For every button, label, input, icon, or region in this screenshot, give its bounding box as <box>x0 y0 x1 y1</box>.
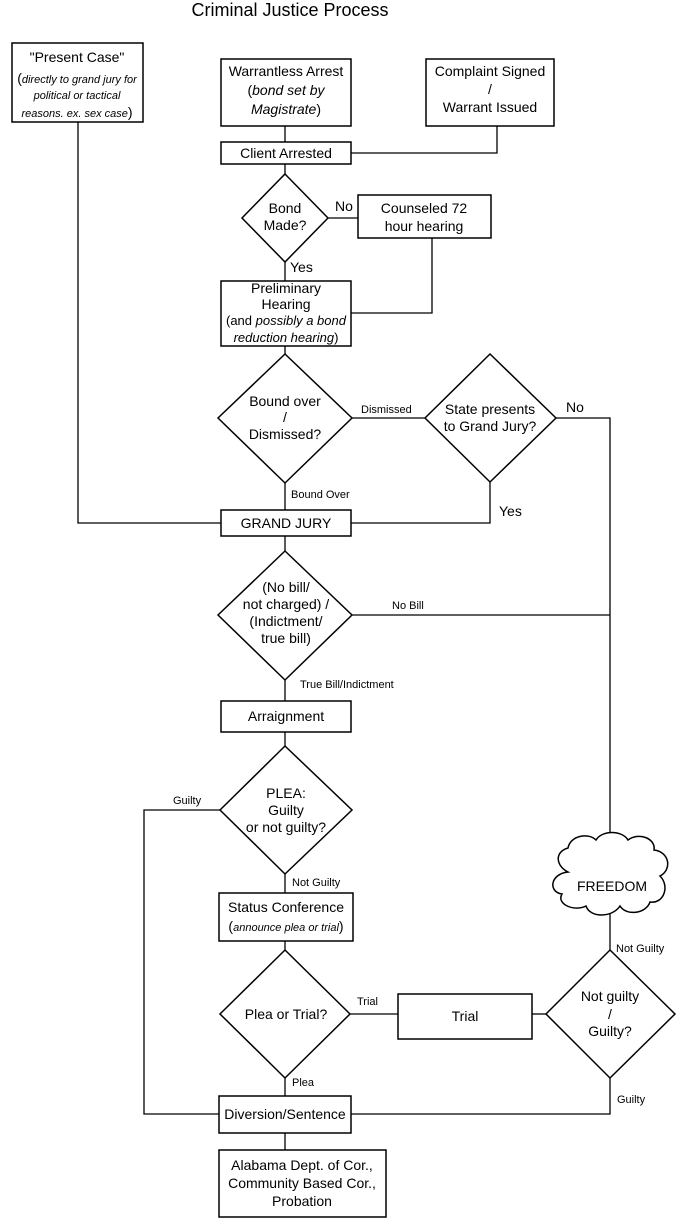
node-grand-jury: GRAND JURY <box>220 509 352 537</box>
svg-text:/: / <box>283 409 287 425</box>
svg-text:/: / <box>608 1006 612 1022</box>
label-no: No <box>335 198 353 214</box>
node-arraignment: Arraignment <box>220 700 352 733</box>
svg-text:Status Conference: Status Conference <box>228 899 344 915</box>
label-bound-over: Bound Over <box>291 489 350 501</box>
edge-verdict-guilty <box>351 1078 611 1115</box>
label-true-bill: True Bill/Indictment <box>300 679 394 691</box>
node-verdict-decision: Not guilty / Guilty? <box>544 948 677 1080</box>
svg-text:State presents: State presents <box>445 401 535 417</box>
svg-text:political or tactical: political or tactical <box>33 90 121 102</box>
label-guilty-plea: Guilty <box>173 795 202 807</box>
svg-text:Diversion/Sentence: Diversion/Sentence <box>224 1106 346 1122</box>
label-state-no: No <box>566 399 584 415</box>
edge-plea-guilty <box>143 809 220 1115</box>
label-yes: Yes <box>290 259 313 275</box>
node-warrantless-arrest: Warrantless Arrest (bond set by Magistra… <box>220 58 352 127</box>
svg-text:(bond set by: (bond set by <box>247 82 325 98</box>
svg-text:Guilty: Guilty <box>268 802 304 818</box>
diagram-title: Criminal Justice Process <box>191 0 388 20</box>
label-plea: Plea <box>292 1077 315 1089</box>
label-guilty-verdict: Guilty <box>617 1094 646 1106</box>
svg-text:Counseled 72: Counseled 72 <box>381 200 468 216</box>
svg-text:Probation: Probation <box>272 1193 332 1209</box>
svg-text:Hearing: Hearing <box>261 296 310 312</box>
node-no-bill-decision: (No bill/ not charged) / (Indictment/ tr… <box>216 549 354 682</box>
edge-counseled-to-prelim <box>351 238 433 314</box>
svg-text:(directly to grand jury for: (directly to grand jury for <box>17 70 138 86</box>
label-no-bill: No Bill <box>392 600 424 612</box>
svg-text:(Indictment/: (Indictment/ <box>249 613 322 629</box>
svg-text:to Grand Jury?: to Grand Jury? <box>444 418 537 434</box>
svg-text:Not guilty: Not guilty <box>581 988 639 1004</box>
edge-state-yes <box>351 482 491 524</box>
node-present-case: "Present Case" (directly to grand jury f… <box>11 42 144 123</box>
edge-complaint-to-arrested <box>351 126 498 154</box>
node-plea-decision: PLEA: Guilty or not guilty? <box>218 744 354 876</box>
svg-text:reasons. ex. sex case): reasons. ex. sex case) <box>21 104 132 120</box>
node-plea-or-trial: Plea or Trial? <box>218 948 352 1080</box>
node-complaint-signed: Complaint Signed / Warrant Issued <box>425 58 555 127</box>
node-bond-made: Bond Made? <box>240 172 330 264</box>
node-diversion-sentence: Diversion/Sentence <box>218 1095 352 1134</box>
svg-text:Made?: Made? <box>264 217 307 233</box>
label-dismissed: Dismissed <box>361 404 412 416</box>
svg-text:Warrantless Arrest: Warrantless Arrest <box>229 63 344 79</box>
svg-text:Warrant Issued: Warrant Issued <box>443 99 537 115</box>
svg-text:Community Based Cor.,: Community Based Cor., <box>228 1175 376 1191</box>
svg-text:(announce plea or trial): (announce plea or trial) <box>228 918 343 934</box>
svg-text:Arraignment: Arraignment <box>248 708 324 724</box>
label-state-yes: Yes <box>499 503 522 519</box>
svg-text:PLEA:: PLEA: <box>266 785 306 801</box>
node-freedom: FREEDOM <box>552 831 669 916</box>
node-counseled-hearing: Counseled 72 hour hearing <box>357 194 492 239</box>
svg-text:GRAND JURY: GRAND JURY <box>241 515 332 531</box>
label-not-guilty-verdict: Not Guilty <box>616 943 665 955</box>
svg-text:Guilty?: Guilty? <box>588 1023 632 1039</box>
node-alabama-dept: Alabama Dept. of Cor., Community Based C… <box>218 1149 387 1218</box>
svg-text:"Present Case": "Present Case" <box>30 49 125 65</box>
node-preliminary-hearing: Preliminary Hearing (and possibly a bond… <box>220 280 352 347</box>
svg-text:or not guilty?: or not guilty? <box>246 819 326 835</box>
connectors <box>77 122 611 1150</box>
node-client-arrested: Client Arrested <box>220 141 352 165</box>
svg-text:FREEDOM: FREEDOM <box>577 878 647 894</box>
svg-text:reduction hearing): reduction hearing) <box>234 330 339 345</box>
svg-text:Complaint Signed: Complaint Signed <box>435 63 546 79</box>
svg-text:Bound over: Bound over <box>249 393 321 409</box>
label-trial: Trial <box>357 996 378 1008</box>
svg-text:Magistrate): Magistrate) <box>251 101 321 117</box>
svg-text:hour hearing: hour hearing <box>385 218 464 234</box>
svg-text:true bill): true bill) <box>261 630 311 646</box>
edge-present-case <box>77 122 221 524</box>
svg-text:(and possibly a bond: (and possibly a bond <box>226 313 347 328</box>
node-trial: Trial <box>397 993 533 1040</box>
svg-text:(No bill/: (No bill/ <box>262 579 310 595</box>
svg-text:Alabama Dept. of Cor.,: Alabama Dept. of Cor., <box>231 1157 373 1173</box>
edge-labels: No Yes Dismissed No Bound Over Yes No Bi… <box>173 198 665 1106</box>
svg-text:Client Arrested: Client Arrested <box>240 145 332 161</box>
svg-text:Trial: Trial <box>452 1008 479 1024</box>
svg-text:Plea or Trial?: Plea or Trial? <box>245 1006 328 1022</box>
node-state-presents: State presents to Grand Jury? <box>423 352 558 484</box>
svg-text:Bond: Bond <box>269 200 302 216</box>
edge-state-no <box>556 417 611 858</box>
svg-text:Dismissed?: Dismissed? <box>249 426 322 442</box>
node-status-conference: Status Conference (announce plea or tria… <box>218 892 354 942</box>
svg-text:/: / <box>488 81 492 97</box>
node-bound-over-decision: Bound over / Dismissed? <box>216 352 354 485</box>
label-not-guilty-plea: Not Guilty <box>292 877 341 889</box>
svg-text:Preliminary: Preliminary <box>251 280 321 296</box>
svg-text:not charged) /: not charged) / <box>243 596 329 612</box>
